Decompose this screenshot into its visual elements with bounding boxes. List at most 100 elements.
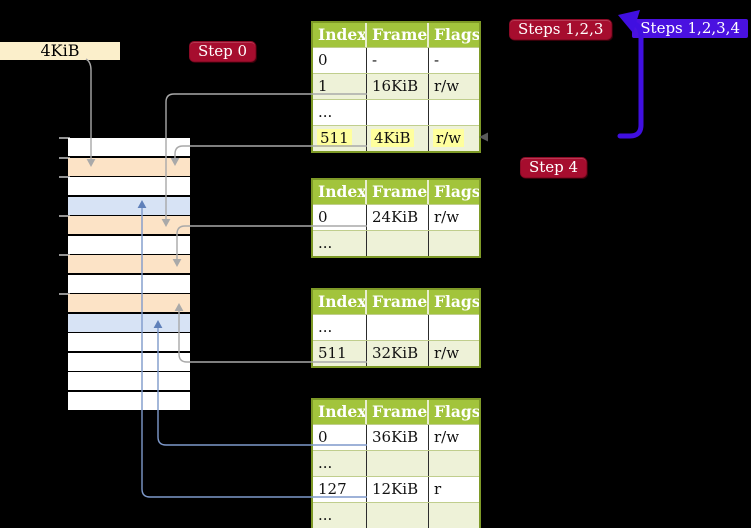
table-row: ... (313, 502, 479, 528)
table-row: ... (313, 314, 479, 340)
memory-tick (59, 137, 70, 139)
header-index: Index (313, 23, 367, 47)
cell-flags: r/w (434, 77, 460, 95)
table-row: 127 12KiB r (313, 476, 479, 502)
table-header-row: Index Frame Flags (313, 400, 479, 424)
memory-tick (59, 176, 70, 178)
cell-index: ... (313, 315, 367, 340)
cell-frame (367, 100, 429, 125)
memory-row-orange (68, 157, 190, 176)
cell-index: 1 (313, 74, 367, 99)
page-table-2: Index Frame Flags 0 24KiB r/w ... (311, 178, 481, 258)
header-frame: Frame (367, 290, 429, 314)
memory-tick (59, 254, 70, 256)
header-index: Index (313, 180, 367, 204)
table-header-row: Index Frame Flags (313, 290, 479, 314)
cell-index: ... (313, 100, 367, 125)
table-row: 0 - - (313, 47, 479, 73)
cell-flags (429, 503, 479, 528)
memory-row-blue (68, 313, 190, 332)
table-row: 511 32KiB r/w (313, 340, 479, 366)
cell-flags (429, 315, 479, 340)
cell-frame (367, 315, 429, 340)
cell-flags: r/w (434, 208, 460, 226)
table-header-row: Index Frame Flags (313, 23, 479, 47)
badge-step-0: Step 0 (189, 41, 257, 62)
memory-row-white (68, 391, 190, 410)
memory-row-white (68, 333, 190, 351)
memory-tick (59, 293, 70, 295)
cell-index: 0 (313, 48, 367, 73)
badge-step-4-label: Step 4 (529, 158, 579, 176)
page-size-box: 4KiB (0, 42, 120, 60)
cell-flags: r/w (429, 126, 479, 151)
cell-flags: r/w (434, 428, 460, 446)
cell-flags (429, 451, 479, 476)
memory-row-white (68, 138, 190, 156)
table-row: ... (313, 99, 479, 125)
memory-row-white (68, 177, 190, 195)
cell-frame: 24KiB (367, 205, 429, 230)
cell-index: 511 (313, 341, 367, 366)
table-row: 0 24KiB r/w (313, 204, 479, 230)
cell-index: ... (313, 451, 367, 476)
header-flags: Flags (434, 182, 479, 201)
cell-frame (367, 451, 429, 476)
cell-flags (429, 100, 479, 125)
cell-index: 511 (313, 126, 367, 151)
header-flags: Flags (434, 402, 479, 421)
header-flags: Flags (434, 25, 479, 44)
table-row: ... (313, 230, 479, 256)
page-table-3: Index Frame Flags ... 511 32KiB r/w (311, 288, 481, 368)
header-index: Index (313, 290, 367, 314)
memory-tick (59, 215, 70, 217)
cell-frame: - (367, 48, 429, 73)
recursive-loop-arrow (617, 20, 644, 139)
header-index: Index (313, 400, 367, 424)
memory-tick (59, 157, 70, 159)
badge-steps-123-label: Steps 1,2,3 (518, 20, 604, 38)
cell-frame (367, 231, 429, 256)
memory-row-orange (68, 294, 190, 312)
cell-index: 127 (313, 477, 367, 502)
memory-row-blue (68, 196, 190, 215)
badge-steps-123: Steps 1,2,3 (509, 19, 613, 40)
page-table-4: Index Frame Flags 0 36KiB r/w ... 127 12… (311, 398, 481, 528)
table-row: 1 16KiB r/w (313, 73, 479, 99)
memory-row-white (68, 235, 190, 254)
header-frame: Frame (367, 180, 429, 204)
cell-index: ... (313, 231, 367, 256)
table-row: 0 36KiB r/w (313, 424, 479, 450)
cell-frame: 12KiB (367, 477, 429, 502)
cell-flags: r (434, 480, 442, 498)
badge-steps-1234: Steps 1,2,3,4 (632, 19, 748, 38)
cell-frame: 4KiB (367, 126, 429, 151)
cell-frame: 32KiB (367, 341, 429, 366)
cell-flags (429, 231, 479, 256)
cell-index: 0 (313, 425, 367, 450)
memory-row-orange (68, 216, 190, 234)
cell-frame: 16KiB (367, 74, 429, 99)
table-header-row: Index Frame Flags (313, 180, 479, 204)
memory-row-orange (68, 255, 190, 273)
memory-column (68, 138, 190, 410)
table-row-highlighted: 511 4KiB r/w (313, 125, 479, 151)
cell-flags: - (434, 51, 440, 69)
page-size-label: 4KiB (40, 41, 80, 60)
cell-index: 0 (313, 205, 367, 230)
cell-frame (367, 503, 429, 528)
memory-row-white (68, 274, 190, 293)
memory-row-white (68, 352, 190, 371)
table-row: ... (313, 450, 479, 476)
memory-row-white (68, 372, 190, 390)
header-flags: Flags (434, 292, 479, 311)
badge-step-4: Step 4 (520, 157, 588, 178)
header-frame: Frame (367, 23, 429, 47)
badge-step-0-label: Step 0 (198, 42, 248, 60)
page-table-1: Index Frame Flags 0 - - 1 16KiB r/w ... … (311, 21, 481, 153)
cell-flags: r/w (434, 344, 460, 362)
badge-steps-1234-label: Steps 1,2,3,4 (640, 19, 740, 37)
header-frame: Frame (367, 400, 429, 424)
cell-index: ... (313, 503, 367, 528)
